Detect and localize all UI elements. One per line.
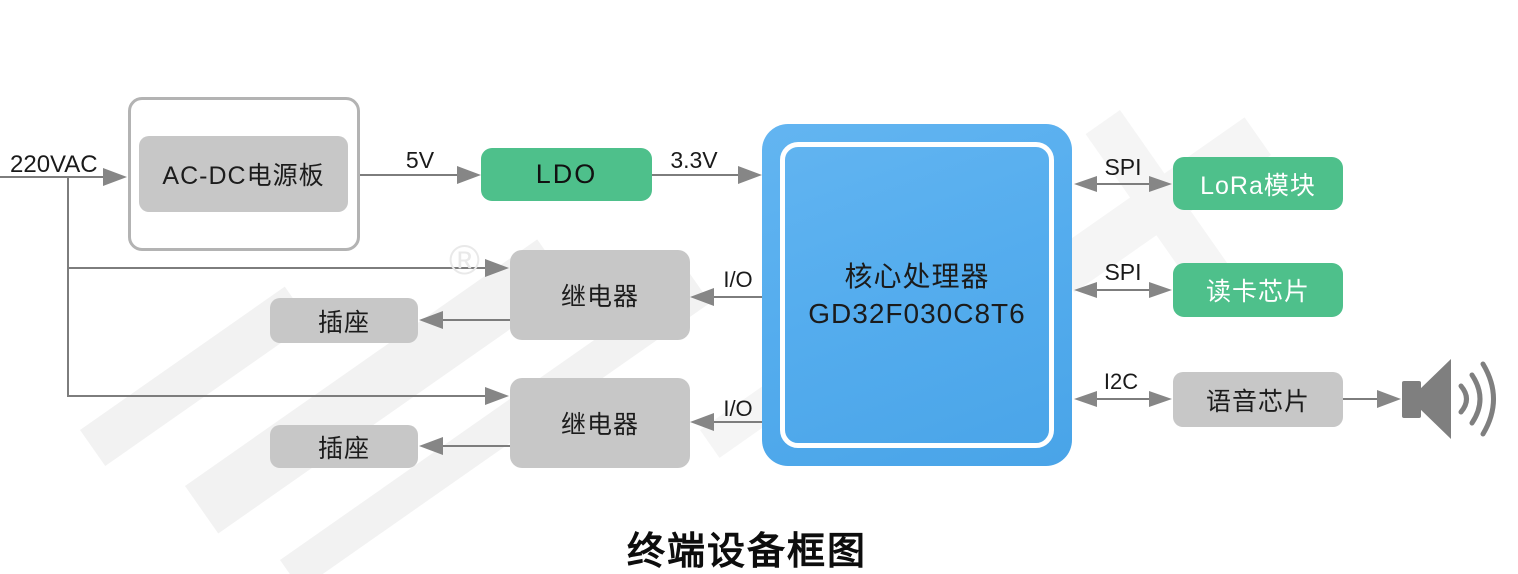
edge-relay2-socket2 <box>419 437 510 455</box>
edge-ldo-core <box>652 166 762 184</box>
socket-1-block: 插座 <box>270 298 418 343</box>
edge-mains-branch-relay2 <box>68 387 509 405</box>
i2c-label: I2C <box>1103 369 1139 394</box>
card-reader-chip-label: 读卡芯片 <box>1205 278 1310 306</box>
socket-2-label: 插座 <box>317 434 370 463</box>
edge-core-voice-i2c <box>1074 391 1172 407</box>
core-processor-label: 核心处理器 GD32F030C8T6 <box>808 258 1025 332</box>
io-label-relay1: I/O <box>723 267 753 292</box>
edge-mains-branch-relay1 <box>68 259 509 277</box>
core-processor-block: 核心处理器 GD32F030C8T6 <box>762 124 1072 466</box>
socket-1-label: 插座 <box>317 308 370 337</box>
core-processor-name: 核心处理器 <box>844 261 990 292</box>
rail-5v-label: 5V <box>405 147 435 173</box>
core-inner-border <box>780 142 1054 448</box>
lora-module-block: LoRa模块 <box>1173 157 1343 210</box>
core-processor-part-number: GD32F030C8T6 <box>808 298 1026 329</box>
edge-core-card-spi <box>1074 282 1172 298</box>
relay-1-label: 继电器 <box>560 283 639 311</box>
spi-label-card: SPI <box>1104 259 1142 285</box>
acdc-power-board-label: AC-DC电源板 <box>162 162 325 190</box>
acdc-power-board-block: AC-DC电源板 <box>139 136 348 212</box>
edge-core-relay2-io <box>690 413 762 431</box>
relay-2-label: 继电器 <box>560 411 639 439</box>
registered-mark-watermark: ® <box>449 236 480 283</box>
voice-chip-block: 语音芯片 <box>1173 372 1343 427</box>
card-reader-chip-block: 读卡芯片 <box>1173 263 1343 317</box>
diagram-title: 终端设备框图 <box>626 531 867 573</box>
io-label-relay2: I/O <box>723 396 753 421</box>
edge-core-lora-spi <box>1074 176 1172 192</box>
edge-relay1-socket1 <box>419 311 510 329</box>
relay-1-block: 继电器 <box>510 250 690 340</box>
spi-label-lora: SPI <box>1104 154 1142 180</box>
edge-core-relay1-io <box>690 288 762 306</box>
edge-mains <box>0 168 127 397</box>
ldo-block: LDO <box>481 148 652 201</box>
edge-acdc-ldo <box>360 166 481 184</box>
ldo-label: LDO <box>535 159 598 189</box>
rail-3v3-label: 3.3V <box>670 147 718 173</box>
relay-2-block: 继电器 <box>510 378 690 468</box>
lora-module-label: LoRa模块 <box>1200 171 1316 200</box>
edge-voice-speaker <box>1343 390 1401 408</box>
speaker-icon <box>1402 359 1496 439</box>
socket-2-block: 插座 <box>270 425 418 468</box>
mains-voltage-label: 220VAC <box>10 151 98 178</box>
voice-chip-label: 语音芯片 <box>1205 387 1310 416</box>
